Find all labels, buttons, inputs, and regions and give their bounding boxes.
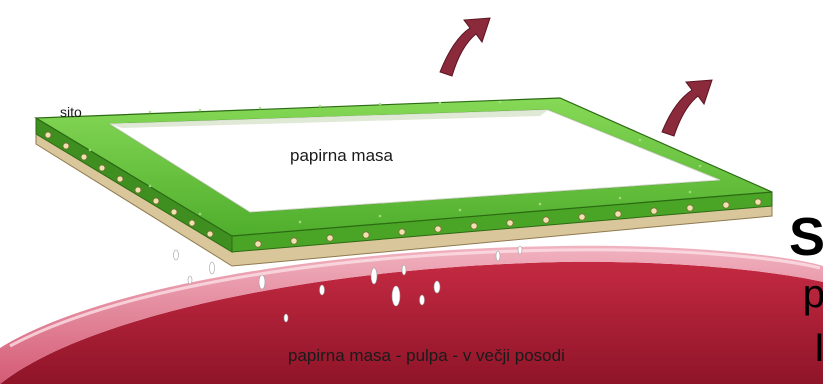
drip [174, 250, 179, 260]
drip [188, 276, 192, 284]
sieve-label: sito [60, 104, 82, 120]
nail [471, 223, 477, 229]
mesh-dot [379, 103, 382, 106]
drip [259, 275, 265, 289]
drip [210, 262, 215, 274]
nail [135, 187, 141, 193]
mesh-dot [199, 213, 202, 216]
mesh-dot [319, 105, 322, 108]
nail [507, 220, 513, 226]
drip [496, 251, 500, 261]
nail [687, 205, 693, 211]
drip [420, 295, 425, 305]
nail [81, 154, 87, 160]
mesh-dot [499, 101, 502, 104]
mesh-dot [299, 221, 302, 224]
lift-arrow-icon [662, 80, 712, 136]
mesh-dot [689, 191, 692, 194]
nail [45, 132, 51, 138]
mesh-dot [439, 102, 442, 105]
nail [291, 238, 297, 244]
drip [434, 281, 440, 293]
clipped-edge-text-p: p [803, 272, 823, 317]
nail [63, 143, 69, 149]
drip [392, 286, 400, 306]
nail [615, 211, 621, 217]
mesh-dot [619, 197, 622, 200]
nail [327, 235, 333, 241]
nail [99, 165, 105, 171]
nail [153, 198, 159, 204]
nail [579, 214, 585, 220]
mesh-dot [89, 149, 92, 152]
nail [189, 220, 195, 226]
mesh-dot [459, 209, 462, 212]
nail [399, 229, 405, 235]
mould-frame [36, 98, 772, 266]
clipped-edge-text-l: I [814, 326, 823, 371]
clipped-edge-text-s: S [789, 206, 823, 268]
nail [435, 226, 441, 232]
nail [651, 208, 657, 214]
drip [402, 265, 406, 275]
nail [117, 176, 123, 182]
nail [755, 199, 761, 205]
mesh-dot [199, 109, 202, 112]
drip [320, 285, 325, 295]
mesh-dot [379, 215, 382, 218]
nail [171, 209, 177, 215]
drip [284, 314, 288, 322]
nail [363, 232, 369, 238]
nail [207, 231, 213, 237]
drip [371, 268, 377, 284]
mesh-dot [149, 111, 152, 114]
mesh-dot [259, 107, 262, 110]
vat-label: papirna masa - pulpa - v večji posodi [288, 346, 565, 366]
lift-arrow-icon [440, 18, 490, 76]
mesh-dot [699, 165, 702, 168]
nail [255, 241, 261, 247]
mesh-dot [539, 203, 542, 206]
nail [543, 217, 549, 223]
frame-pulp-label: papirna masa [290, 146, 393, 166]
nail [723, 202, 729, 208]
drip [518, 246, 522, 254]
mesh-dot [639, 139, 642, 142]
mesh-dot [149, 185, 152, 188]
